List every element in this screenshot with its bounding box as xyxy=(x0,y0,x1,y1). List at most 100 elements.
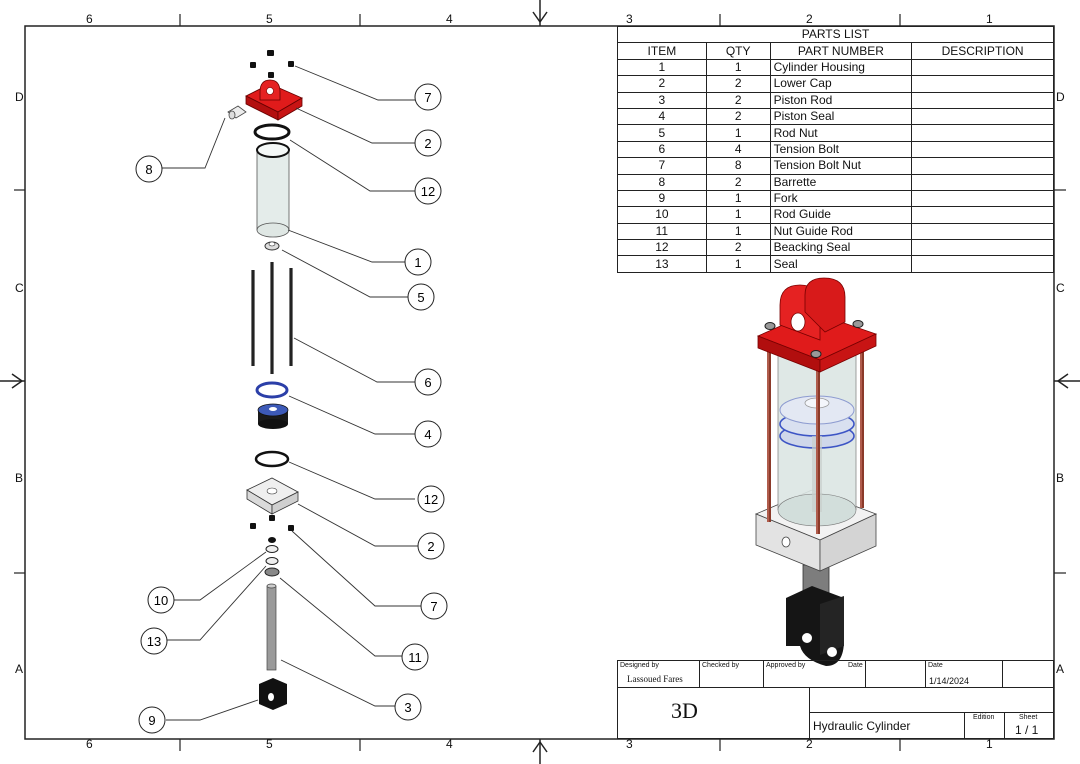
cell-item: 12 xyxy=(617,239,707,257)
cell-qty: 2 xyxy=(705,173,771,191)
balloon-4: 4 xyxy=(414,420,442,448)
balloon-label: 1 xyxy=(414,255,421,270)
designed-by-value: Lassoued Fares xyxy=(627,674,683,684)
cell-item: 9 xyxy=(617,189,707,208)
cell-qty: 1 xyxy=(705,124,771,142)
approved-date-label: Date xyxy=(848,662,863,669)
balloons: 7 2 8 12 1 5 6 4 12 2 7 10 13 11 3 9 xyxy=(135,83,448,734)
cell-description xyxy=(911,107,1054,126)
balloon-6: 6 xyxy=(414,368,442,396)
zone-bottom-4: 4 xyxy=(446,737,453,751)
balloon-12-bottom: 12 xyxy=(417,485,445,513)
blank-header-cell xyxy=(809,687,1054,713)
zone-bottom-2: 2 xyxy=(806,737,813,751)
cell-description xyxy=(911,189,1054,208)
cell-item: 13 xyxy=(617,255,707,273)
balloon-label: 8 xyxy=(145,162,152,177)
header-qty: QTY xyxy=(705,42,771,60)
cell-description xyxy=(911,173,1054,191)
cell-qty: 2 xyxy=(705,91,771,109)
cell-part-number: Beacking Seal xyxy=(769,239,913,257)
zone-left-d: D xyxy=(15,90,24,104)
cell-item: 1 xyxy=(617,58,707,77)
header-item: ITEM xyxy=(617,42,707,60)
sheet-label: Sheet xyxy=(1019,714,1038,721)
cell-part-number: Cylinder Housing xyxy=(769,58,913,77)
date-cell: Date 1/14/2024 xyxy=(925,660,1003,688)
edition-cell: Edition xyxy=(964,712,1005,739)
tension-bolts xyxy=(251,262,293,374)
cell-description xyxy=(911,58,1054,77)
zone-right-d: D xyxy=(1056,90,1065,104)
cell-part-number: Piston Seal xyxy=(769,107,913,126)
blank-cell xyxy=(1002,660,1054,688)
balloon-label: 2 xyxy=(427,539,434,554)
zone-left-c: C xyxy=(15,281,24,295)
balloon-11: 11 xyxy=(401,643,429,671)
cell-description xyxy=(911,157,1054,175)
zone-left-a: A xyxy=(15,662,24,676)
cell-item: 10 xyxy=(617,206,707,224)
piston-rod-exploded xyxy=(266,583,277,671)
piston-seal-ring xyxy=(255,381,289,399)
balloon-label: 9 xyxy=(148,713,155,728)
cell-qty: 2 xyxy=(705,239,771,257)
cell-qty: 1 xyxy=(705,222,771,241)
rod-guide-parts xyxy=(264,537,280,577)
drawing-title: Hydraulic Cylinder xyxy=(813,719,911,733)
zone-right-a: A xyxy=(1056,662,1065,676)
balloon-12-top: 12 xyxy=(414,177,442,205)
zone-right-c: C xyxy=(1056,281,1065,295)
tension-bolt-nuts-bottom xyxy=(250,515,294,531)
zone-top-2: 2 xyxy=(806,12,813,26)
cell-description xyxy=(911,255,1054,273)
lower-cap-exploded xyxy=(246,477,299,515)
cell-item: 4 xyxy=(617,107,707,126)
zone-right-b: B xyxy=(1056,471,1065,485)
cell-item: 2 xyxy=(617,75,707,93)
balloon-label: 12 xyxy=(421,184,435,199)
zone-top-1: 1 xyxy=(986,12,993,26)
view-label-cell: 3D xyxy=(617,687,810,739)
rod-nut-exploded xyxy=(264,241,280,251)
balloon-label: 12 xyxy=(424,492,438,507)
balloon-2-bottom: 2 xyxy=(417,532,445,560)
balloon-label: 4 xyxy=(424,427,431,442)
balloon-label: 10 xyxy=(154,593,168,608)
balloon-label: 6 xyxy=(424,375,431,390)
cell-part-number: Barrette xyxy=(769,173,913,191)
upper-cap-assembled xyxy=(756,277,878,373)
zone-top-6: 6 xyxy=(86,12,93,26)
cell-item: 5 xyxy=(617,124,707,142)
balloon-5: 5 xyxy=(407,283,435,311)
zone-top-3: 3 xyxy=(626,12,633,26)
cell-qty: 2 xyxy=(705,107,771,126)
date-label: Date xyxy=(928,662,943,669)
zone-bottom-5: 5 xyxy=(266,737,273,751)
drawing-title-cell: Hydraulic Cylinder xyxy=(809,712,965,739)
cell-qty: 4 xyxy=(705,140,771,159)
cell-item: 11 xyxy=(617,222,707,241)
cell-description xyxy=(911,124,1054,142)
zone-ticks xyxy=(14,14,1066,751)
cell-qty: 1 xyxy=(705,189,771,208)
piston-exploded xyxy=(257,403,289,429)
sheet-value: 1 / 1 xyxy=(1015,723,1039,737)
zone-top-5: 5 xyxy=(266,12,273,26)
balloon-8: 8 xyxy=(135,155,163,183)
cell-description xyxy=(911,239,1054,257)
balloon-label: 7 xyxy=(424,90,431,105)
barrette-pin xyxy=(227,105,247,120)
date-value: 1/14/2024 xyxy=(929,676,970,686)
zone-bottom-6: 6 xyxy=(86,737,93,751)
cell-qty: 8 xyxy=(705,157,771,175)
checked-by-cell: Checked by xyxy=(699,660,764,688)
